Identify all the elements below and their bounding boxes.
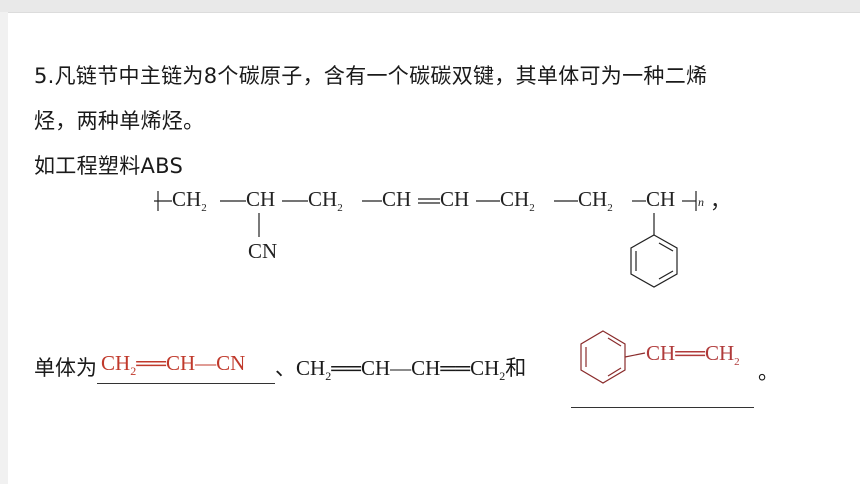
paragraph-line-2: 烃，两种单烯烃。 [34, 109, 205, 133]
paragraph-line-3: 如工程塑料ABS [34, 154, 184, 178]
paragraph-line-1: 5.凡链节中主链为8个碳原子，含有一个碳碳双键，其单体可为一种二烯 [34, 64, 708, 88]
answer-prefix: 单体为 [34, 356, 97, 380]
monomer-acrylonitrile: CH2══CH—CN [101, 351, 246, 379]
formula-bonds [154, 191, 697, 288]
answer-conjunction: 和 [505, 356, 527, 380]
abs-polymer-formula: CH2 CH CH2 CH CH CH2 CH2 CH n ， CN [150, 183, 740, 313]
formula-comma: ， [710, 189, 731, 213]
formula-group-ch2: CH2 [578, 187, 613, 215]
answer-blank-2: CH══CH2 [571, 325, 754, 408]
styrene-ring [580, 330, 646, 384]
repeat-count-n: n [698, 195, 704, 209]
answer-end-period: 。 [758, 360, 779, 384]
slide-top-border [0, 0, 860, 13]
formula-group-ch2: CH2 [500, 187, 535, 215]
answer-separator: 、 [275, 356, 296, 380]
answer-blank-1: CH2══CH—CN [97, 351, 275, 385]
formula-group-ch: CH [246, 187, 276, 211]
formula-group-ch: CH [440, 187, 470, 211]
formula-group-ch2: CH2 [308, 187, 343, 215]
slide-left-border [0, 12, 8, 484]
formula-group-ch2: CH2 [172, 187, 207, 215]
monomer-styrene: CH══CH2 [646, 341, 740, 369]
formula-group-ch: CH [646, 187, 676, 211]
cyano-side-group: CN [248, 239, 278, 263]
formula-group-ch: CH [382, 187, 412, 211]
monomer-butadiene: CH2══CH—CH══CH2 [296, 356, 506, 384]
